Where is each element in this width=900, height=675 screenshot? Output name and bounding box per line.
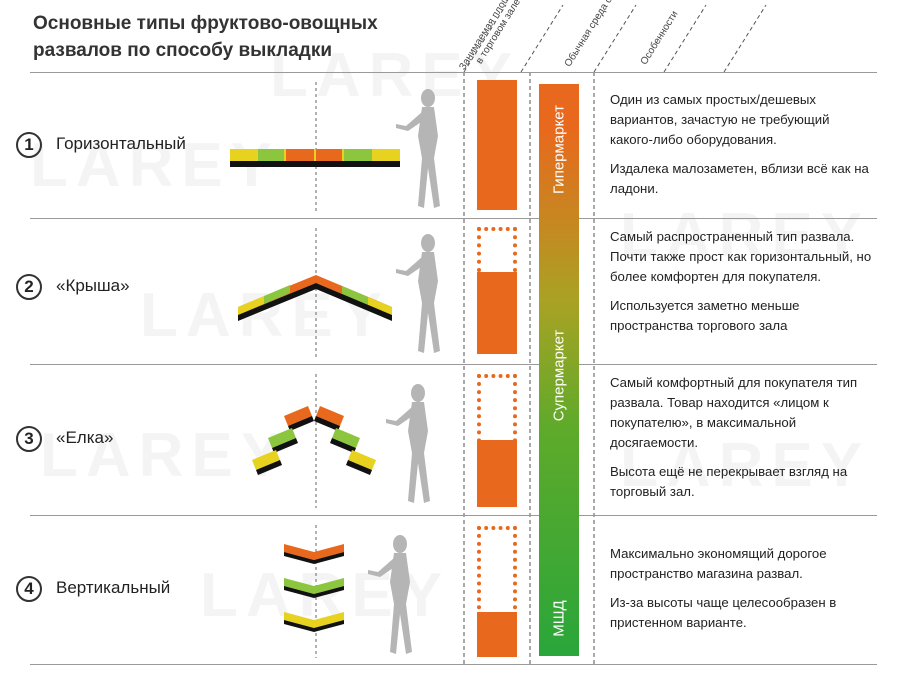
watermark: LAREY — [620, 430, 870, 501]
row-title: «Елка» — [56, 428, 114, 447]
row-divider — [30, 364, 877, 365]
title-line-1: Основные типы фруктово-овощных — [33, 13, 378, 34]
row-title: Горизонтальный — [56, 134, 186, 153]
row-title: Вертикальный — [56, 578, 171, 597]
description-paragraph: Используется заметно меньше пространства… — [610, 298, 800, 333]
woman-silhouette — [386, 384, 430, 503]
row-number: 1 — [16, 132, 42, 158]
horizontal-display-illustration — [230, 149, 400, 167]
description-paragraph: Максимально экономящий дорогое пространс… — [610, 546, 827, 581]
tree-display-illustration — [252, 406, 376, 475]
store-type-mshd: МШД — [550, 600, 568, 637]
description-paragraph: Самый распространенный тип развала. Почт… — [610, 229, 872, 284]
row-divider — [30, 218, 877, 219]
row-divider — [30, 72, 877, 73]
row-number: 4 — [16, 576, 42, 602]
row-description: Самый комфортный для покупателя тип разв… — [610, 373, 872, 511]
row-number: 2 — [16, 274, 42, 300]
area-fill — [477, 440, 517, 507]
woman-silhouette — [368, 535, 412, 654]
row-description: Самый распространенный тип развала. Почт… — [610, 227, 872, 345]
description-paragraph: Один из самых простых/дешевых вариантов,… — [610, 92, 830, 147]
store-type-supermarket: Супермаркет — [550, 329, 568, 422]
woman-silhouette — [396, 89, 440, 208]
vertical-display-illustration — [284, 544, 344, 632]
row-divider — [30, 664, 877, 665]
watermark: LAREY — [620, 200, 870, 271]
title-line-2: развалов по способу выкладки — [33, 40, 333, 61]
row-divider — [30, 515, 877, 516]
description-paragraph: Самый комфортный для покупателя тип разв… — [610, 375, 858, 450]
description-paragraph: Издалека малозаметен, вблизи всё как на … — [610, 161, 869, 196]
watermark: LAREY — [40, 420, 290, 491]
store-type-hypermarket: Гипермаркет — [550, 105, 568, 194]
row-title: «Крыша» — [56, 276, 130, 295]
row-description: Максимально экономящий дорогое пространс… — [610, 544, 872, 642]
store-type-bar — [539, 84, 579, 656]
roof-display-illustration — [238, 275, 392, 321]
description-paragraph: Высота ещё не перекрывает взгляд на торг… — [610, 464, 848, 499]
row-description: Один из самых простых/дешевых вариантов,… — [610, 90, 872, 208]
woman-silhouette — [396, 234, 440, 353]
row-number: 3 — [16, 426, 42, 452]
area-fill — [477, 272, 517, 354]
area-indicator — [477, 80, 517, 210]
watermark: LAREY — [270, 40, 520, 111]
description-paragraph: Из-за высоты чаще целесообразен в присте… — [610, 595, 837, 630]
page-title: Основные типы фруктово-овощных развалов … — [33, 10, 378, 64]
area-fill — [477, 612, 517, 657]
